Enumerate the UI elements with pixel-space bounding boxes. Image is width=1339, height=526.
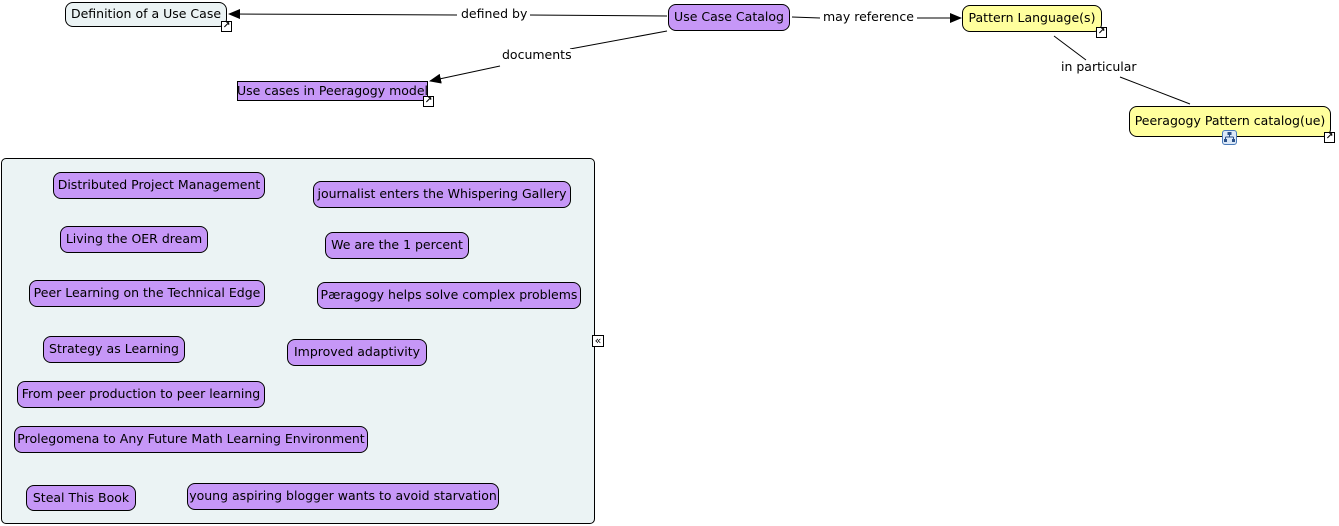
concept-use-case-catalog[interactable]: Use Case Catalog bbox=[668, 4, 790, 31]
use-case-label: Improved adaptivity bbox=[293, 344, 421, 360]
use-case-label: young aspiring blogger wants to avoid st… bbox=[189, 488, 497, 504]
link-label-documents: documents bbox=[499, 48, 575, 62]
use-case-node[interactable]: journalist enters the Whispering Gallery bbox=[313, 181, 571, 208]
use-case-node[interactable]: Distributed Project Management bbox=[53, 172, 265, 199]
external-link-icon[interactable]: ↗ bbox=[1096, 27, 1107, 38]
use-case-node[interactable]: young aspiring blogger wants to avoid st… bbox=[187, 483, 499, 510]
concept-label: Use Case Catalog bbox=[674, 9, 784, 25]
use-case-label: Pæragogy helps solve complex problems bbox=[320, 287, 578, 303]
external-link-icon[interactable]: ↗ bbox=[1324, 132, 1335, 143]
edge-catalog-defined-by bbox=[527, 14, 668, 17]
link-label-may-reference: may reference bbox=[820, 10, 917, 24]
use-case-node[interactable]: We are the 1 percent bbox=[325, 232, 469, 259]
use-case-label: Prolegomena to Any Future Math Learning … bbox=[17, 431, 365, 447]
use-case-node[interactable]: Peer Learning on the Technical Edge bbox=[29, 280, 265, 307]
edge-catalog-documents bbox=[569, 30, 668, 50]
use-case-label: Strategy as Learning bbox=[49, 341, 179, 357]
concept-label: Pattern Language(s) bbox=[968, 10, 1096, 26]
use-case-node[interactable]: From peer production to peer learning bbox=[17, 381, 265, 408]
concept-label: Peeragogy Pattern catalog(ue) bbox=[1134, 113, 1326, 129]
use-case-node[interactable]: Improved adaptivity bbox=[287, 339, 427, 366]
concept-use-cases-peeragogy-model[interactable]: Use cases in Peeragogy model bbox=[237, 81, 428, 101]
use-case-label: Living the OER dream bbox=[65, 231, 203, 247]
use-case-label: We are the 1 percent bbox=[331, 237, 463, 253]
concept-pattern-languages[interactable]: Pattern Language(s) bbox=[962, 5, 1102, 32]
use-case-label: Distributed Project Management bbox=[57, 177, 261, 193]
concept-definition-of-use-case[interactable]: Definition of a Use Case bbox=[65, 2, 227, 27]
link-label-in-particular: in particular bbox=[1058, 60, 1140, 74]
use-case-label: Steal This Book bbox=[32, 489, 130, 505]
external-link-icon[interactable]: ↗ bbox=[423, 96, 434, 107]
concept-label: Definition of a Use Case bbox=[70, 6, 222, 22]
use-case-label: From peer production to peer learning bbox=[21, 386, 261, 402]
link-label-defined-by: defined by bbox=[458, 7, 531, 21]
collapse-icon[interactable]: « bbox=[592, 335, 604, 347]
use-case-label: Peer Learning on the Technical Edge bbox=[33, 285, 261, 301]
edge-defined-by-definition bbox=[228, 9, 458, 20]
external-link-icon[interactable]: ↗ bbox=[221, 21, 232, 32]
edge-documents-model bbox=[429, 65, 501, 84]
edge-pattern-in-particular bbox=[1053, 35, 1087, 61]
use-case-node[interactable]: Pæragogy helps solve complex problems bbox=[317, 282, 581, 309]
submap-tree-icon[interactable] bbox=[1222, 130, 1237, 145]
use-case-node[interactable]: Steal This Book bbox=[26, 485, 136, 511]
use-case-node[interactable]: Living the OER dream bbox=[60, 226, 208, 253]
edge-in-particular-catalog bbox=[1119, 76, 1191, 105]
use-case-node[interactable]: Strategy as Learning bbox=[43, 336, 185, 363]
edge-catalog-may-reference bbox=[791, 16, 821, 19]
use-case-label: journalist enters the Whispering Gallery bbox=[317, 186, 567, 202]
concept-label: Use cases in Peeragogy model bbox=[237, 82, 428, 98]
use-case-node[interactable]: Prolegomena to Any Future Math Learning … bbox=[14, 426, 368, 453]
